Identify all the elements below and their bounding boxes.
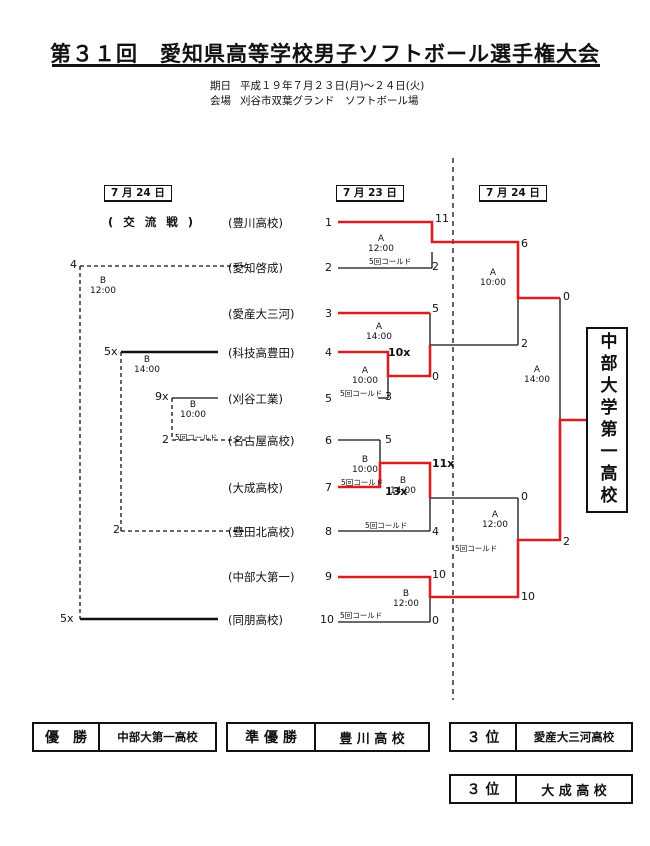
score-r1: 5 xyxy=(385,433,392,446)
result-third-2-team: 大 成 高 校 xyxy=(515,776,631,802)
seed-6: 6 xyxy=(325,434,332,447)
score-r1: 0 xyxy=(432,614,439,627)
score-r1: 11x xyxy=(432,457,455,470)
score-consolation: 2 xyxy=(113,523,120,536)
score-r2: 2 xyxy=(521,337,528,350)
path-kagi xyxy=(338,345,432,378)
seed-3: 3 xyxy=(325,307,332,320)
seed-4: 4 xyxy=(325,346,332,359)
page-title: 第３１回 愛知県高等学校男子ソフトボール選手権大会 xyxy=(50,42,600,66)
score-consolation: 5x xyxy=(104,345,118,358)
team-4: (科技高豊田) xyxy=(228,346,295,360)
result-third-2-label: ３ 位 xyxy=(466,782,500,798)
path-toyokawa xyxy=(338,220,560,300)
schedule-final-day: 7 月 24 日 xyxy=(479,185,547,202)
seed-5: 5 xyxy=(325,392,332,405)
seed-1: 1 xyxy=(325,216,332,229)
result-runner-up-team: 豊 川 高 校 xyxy=(314,724,428,750)
score-r2: 10 xyxy=(521,590,535,603)
seed-7: 7 xyxy=(325,481,332,494)
score-r2: 0 xyxy=(521,490,528,503)
result-third-1: ３ 位 愛産大三河高校 xyxy=(449,722,633,752)
team-3: (愛産大三河) xyxy=(228,307,295,321)
seed-8: 8 xyxy=(325,525,332,538)
score-r1: 2 xyxy=(432,260,439,273)
result-runner-up-label: 準 優 勝 xyxy=(245,730,297,746)
score-r1: 5 xyxy=(432,302,439,315)
score-consolation: 9x xyxy=(155,390,169,403)
result-third-1-label: ３ 位 xyxy=(466,730,500,746)
schedule-round1-day: 7 月 23 日 xyxy=(336,185,404,202)
schedule-consolation-day: 7 月 24 日 xyxy=(104,185,172,202)
team-8: (豊田北高校) xyxy=(228,525,295,539)
path-taisei xyxy=(338,461,432,498)
title-underline xyxy=(52,64,600,67)
score-r1: 3 xyxy=(385,390,392,403)
score-consolation: 5x xyxy=(60,612,74,625)
date-label: 期日 xyxy=(210,80,231,92)
score-final: 2 xyxy=(563,535,570,548)
consolation-label: ( 交 流 戦 ) xyxy=(108,215,197,229)
score-consolation: 2 xyxy=(162,433,169,446)
seed-9: 9 xyxy=(325,570,332,583)
seed-10: 10 xyxy=(320,613,334,626)
result-champion: 優 勝 中部大第一高校 xyxy=(32,722,217,752)
team-9: (中部大第一) xyxy=(228,570,295,584)
cold-game-note: 5回コールド xyxy=(341,478,384,487)
score-r1: 4 xyxy=(432,525,439,538)
seed-2: 2 xyxy=(325,261,332,274)
venue-label: 会場 xyxy=(210,95,231,107)
champion-box: 中部大学第一高校 xyxy=(586,327,628,513)
result-champion-team: 中部大第一高校 xyxy=(98,724,215,750)
team-6: (名古屋高校) xyxy=(228,434,295,448)
path-chubu xyxy=(338,418,586,599)
result-third-1-team: 愛産大三河高校 xyxy=(515,724,631,750)
date-value: 平成１９年７月２３日(月)～２４日(火) xyxy=(240,80,425,92)
cold-game-note: 5回コールド xyxy=(365,521,408,530)
cold-game-note: 5回コールド xyxy=(455,544,498,553)
score-consolation: 4 xyxy=(70,258,77,271)
venue-value: 刈谷市双葉グランド ソフトボール場 xyxy=(240,95,419,107)
result-third-2: ３ 位 大 成 高 校 xyxy=(449,774,633,804)
cold-game-note: 5回コールド xyxy=(340,611,383,620)
team-1: (豊川高校) xyxy=(228,216,283,230)
team-10: (同朋高校) xyxy=(228,613,283,627)
champion-name: 中部大学第一高校 xyxy=(596,332,617,508)
team-7: (大成高校) xyxy=(228,481,283,495)
cold-game-note: 5回コールド xyxy=(175,433,218,442)
score-r1: 13x xyxy=(385,485,408,498)
score-r1: 0 xyxy=(432,370,439,383)
score-r1: 10 xyxy=(432,568,446,581)
team-5: (刈谷工業) xyxy=(228,392,283,406)
score-r2: 6 xyxy=(521,237,528,250)
cold-game-note: 5回コールド xyxy=(340,389,383,398)
result-champion-label: 優 勝 xyxy=(45,730,87,746)
score-r1: 11 xyxy=(435,212,449,225)
team-2: (愛知啓成) xyxy=(228,261,283,275)
score-final: 0 xyxy=(563,290,570,303)
score-r1: 10x xyxy=(388,346,411,359)
result-runner-up: 準 優 勝 豊 川 高 校 xyxy=(226,722,430,752)
cold-game-note: 5回コールド xyxy=(369,257,412,266)
